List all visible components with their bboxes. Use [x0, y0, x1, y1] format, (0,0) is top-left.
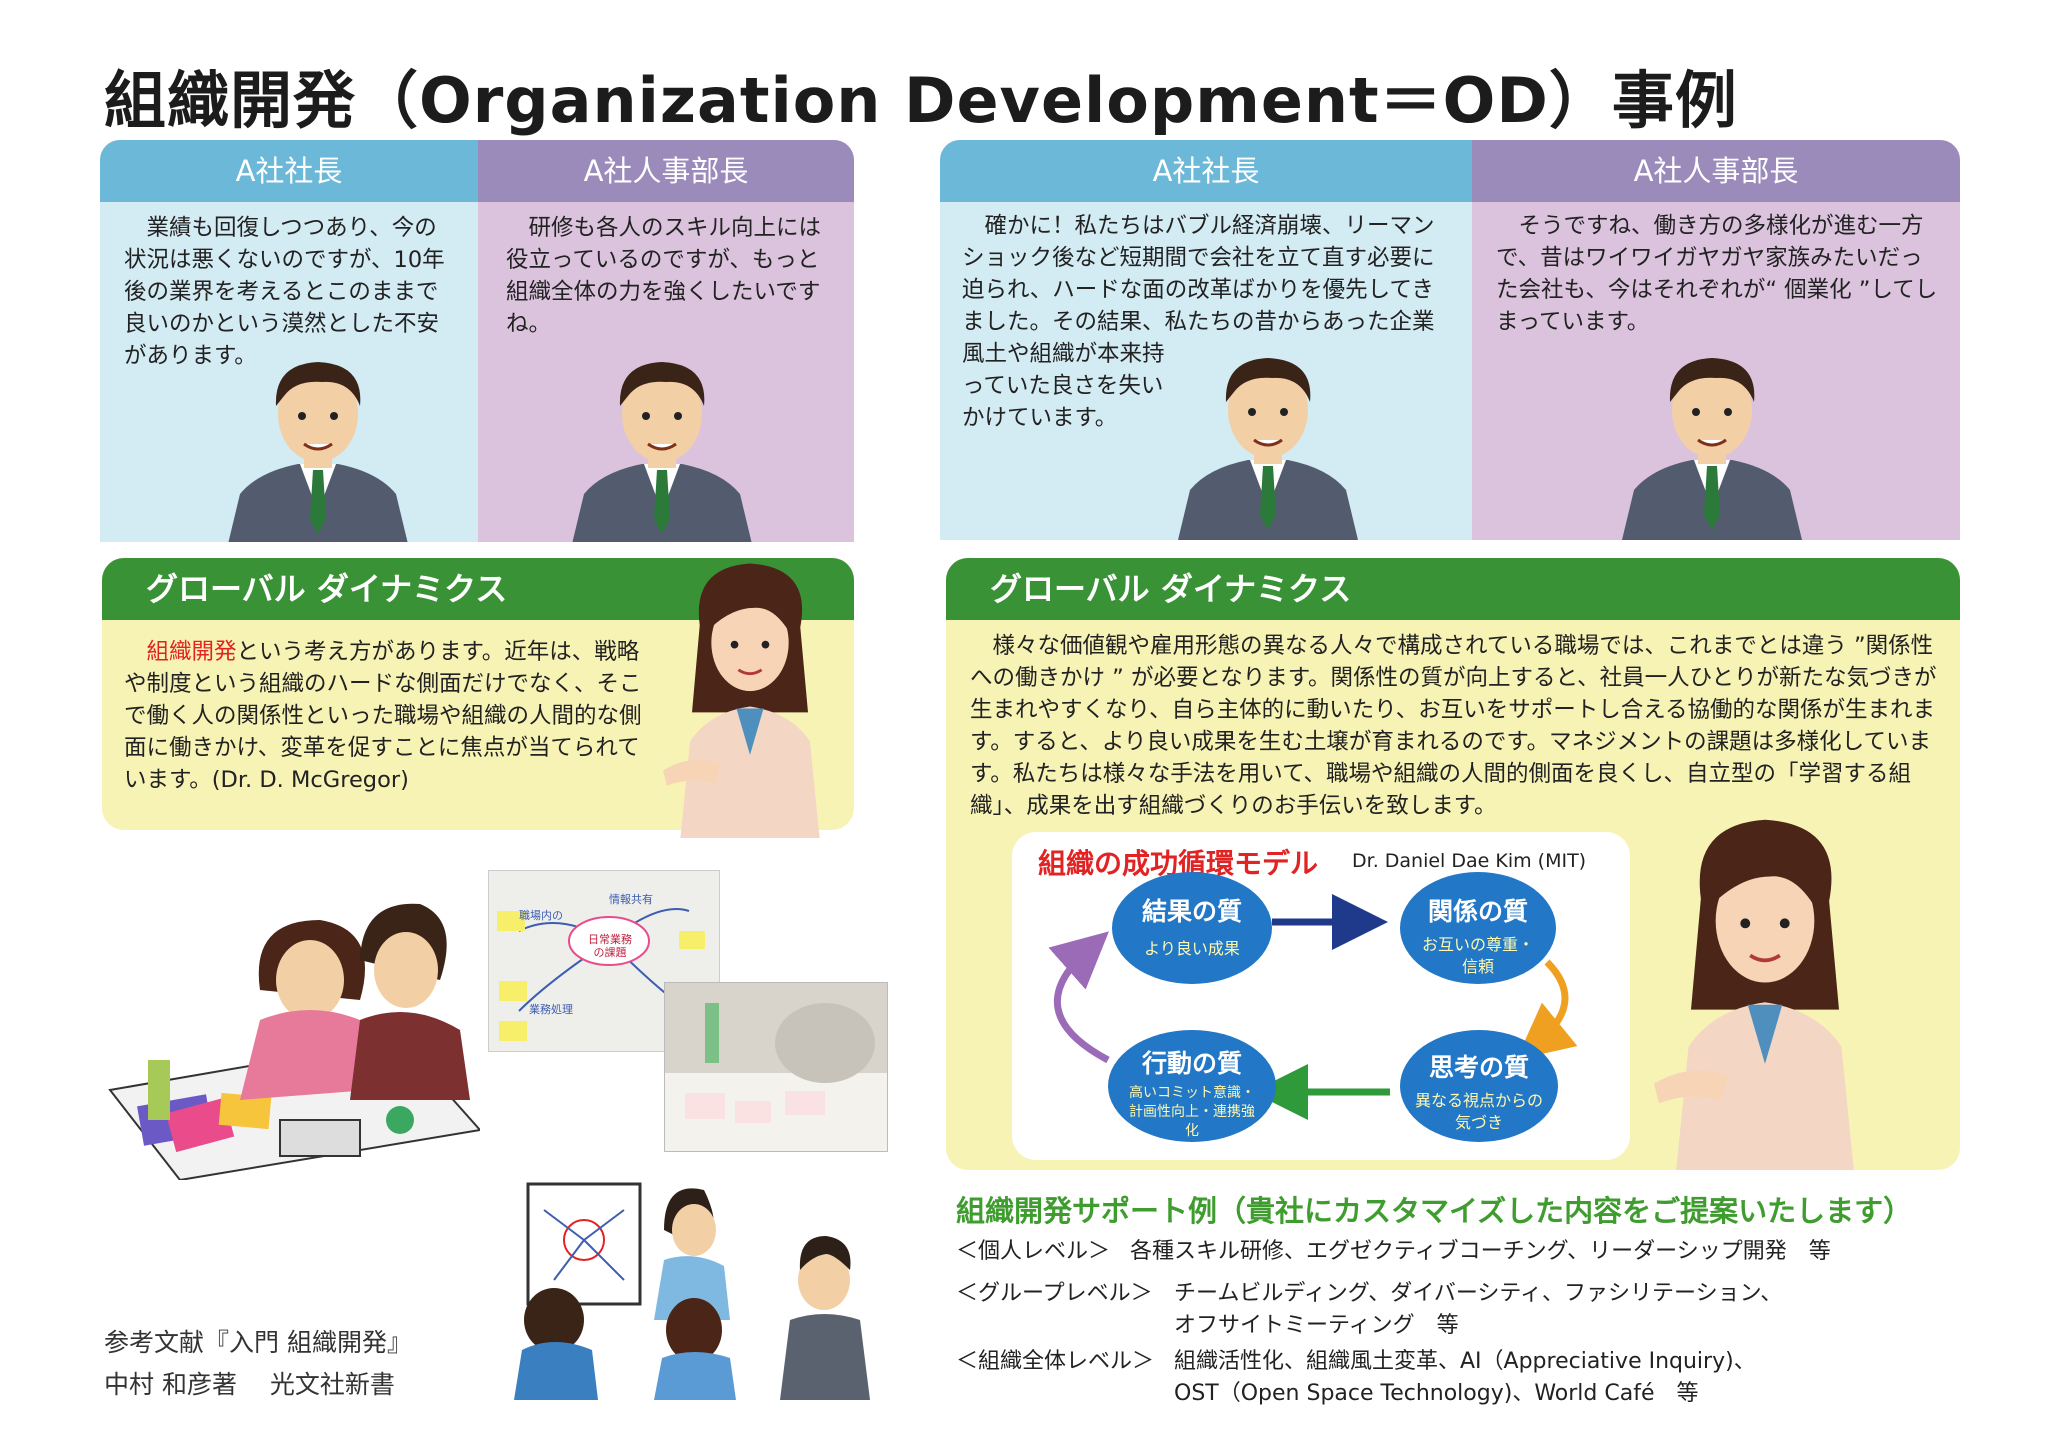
left-hr-label: A社人事部長 — [478, 140, 854, 202]
level-organization-label: ＜組織全体レベル＞ — [956, 1349, 1155, 1374]
right-ceo-text-1: 確かに！私たちはバブル経済崩壊、リーマンショック後など短期間で会社を立て直す必要… — [962, 213, 1435, 335]
result-quality-node: 結果の質 より良い成果 — [1112, 872, 1272, 984]
arrow-action-to-result — [1048, 931, 1110, 1064]
thinking-quality-node: 思考の質 異なる視点からの気づき — [1400, 1030, 1558, 1142]
relation-quality-node: 関係の質 お互いの尊重・信頼 — [1400, 872, 1556, 984]
level-group-text-1: チームビルディング、ダイバーシティ、ファシリテーション、 — [1174, 1281, 1783, 1306]
level-individual-text: 各種スキル研修、エグゼクティブコーチング、リーダーシップ開発 等 — [1130, 1239, 1831, 1264]
table-photo — [664, 982, 888, 1152]
note-1: 職場内の — [519, 909, 563, 922]
result-sub: より良い成果 — [1144, 939, 1240, 958]
hr-manager-illustration — [562, 344, 762, 542]
result-title: 結果の質 — [1141, 897, 1242, 926]
ceo-illustration — [1168, 340, 1368, 540]
left-hr-panel: A社人事部長 研修も各人のスキル向上には役立っているのですが、もっと組織全体の力… — [478, 140, 854, 542]
note-2: 情報共有 — [609, 893, 653, 906]
thinking-sub: 異なる視点からの気づき — [1414, 1091, 1543, 1132]
left-ceo-panel: A社社長 業績も回復しつつあり、今の状況は悪くないのですが、10年後の業界を考え… — [100, 140, 478, 542]
thinking-title: 思考の質 — [1428, 1053, 1529, 1082]
cycle-arrows — [1048, 894, 1578, 1120]
hr-manager-illustration — [1612, 340, 1812, 540]
left-hr-text: 研修も各人のスキル向上には役立っているのですが、もっと組織全体の力を強くしたいで… — [506, 215, 822, 337]
table-photo-contents — [665, 1003, 887, 1151]
reference-line-2: 中村 和彦著 光文社新書 — [104, 1370, 395, 1399]
right-hr-panel: A社人事部長 そうですね、働き方の多様化が進む一方で、昔はワイワイガヤガヤ家族み… — [1472, 140, 1960, 540]
mindmap-lines — [497, 908, 705, 1041]
ceo-illustration — [218, 344, 418, 542]
action-title: 行動の質 — [1141, 1049, 1242, 1078]
right-hr-label: A社人事部長 — [1472, 140, 1960, 202]
consultant-illustration — [1620, 800, 1910, 1170]
action-quality-node: 行動の質 高いコミット意識・計画性向上・連携強化 — [1108, 1030, 1276, 1142]
page-title: 組織開発（Organization Development＝OD）事例 — [104, 64, 1738, 137]
meeting-illustration — [514, 1182, 870, 1400]
note-3: 日常業務の課題 — [588, 933, 632, 959]
mindmap-photo: 職場内の 情報共有 日常業務の課題 業務処理 — [488, 870, 720, 1052]
consultant-illustration — [650, 548, 850, 838]
left-gd-text-block: 組織開発という考え方があります。近年は、戦略や制度という組織のハードな側面だけで… — [124, 636, 658, 796]
level-organization-text-1: 組織活性化、組織風土変革、AI（Appreciative Inquiry)、 — [1174, 1349, 1756, 1374]
gd-highlight: 組織開発 — [146, 639, 237, 665]
right-ceo-panel: A社社長 確かに！私たちはバブル経済崩壊、リーマンショック後など短期間で会社を立… — [940, 140, 1472, 540]
right-gd-text: 様々な価値観や雇用形態の異なる人々で構成されている職場では、これまでとは違う ”… — [970, 633, 1937, 819]
arrow-relation-to-thinking — [1516, 959, 1578, 1060]
support-title: 組織開発サポート例（貴社にカスタマイズした内容をご提案いたします） — [956, 1194, 1913, 1228]
relation-title: 関係の質 — [1427, 897, 1528, 926]
right-hr-text: そうですね、働き方の多様化が進む一方で、昔はワイワイガヤガヤ家族みたいだった会社… — [1496, 213, 1938, 335]
right-ceo-text-2: 風土や組織が本来持っていた良さを失いかけています。 — [962, 341, 1165, 431]
note-4: 業務処理 — [529, 1003, 573, 1016]
left-ceo-text: 業績も回復しつつあり、今の状況は悪くないのですが、10年後の業界を考えるとこのま… — [124, 215, 445, 369]
level-organization-text-2: OST（Open Space Technology)、World Café 等 — [1174, 1381, 1699, 1406]
right-ceo-label: A社社長 — [940, 140, 1472, 202]
left-ceo-label: A社社長 — [100, 140, 478, 202]
left-gd-text: という考え方があります。近年は、戦略や制度という組織のハードな側面だけでなく、そ… — [124, 639, 642, 793]
level-individual-label: ＜個人レベル＞ — [956, 1239, 1111, 1264]
relation-sub: お互いの尊重・信頼 — [1422, 935, 1535, 976]
reference-line-1: 参考文献『入門 組織開発』 — [104, 1328, 412, 1357]
success-cycle-model: 組織の成功循環モデル Dr. Daniel Dae Kim (MIT) 結果の質… — [1012, 832, 1630, 1160]
level-group-label: ＜グループレベル＞ — [956, 1281, 1153, 1306]
level-group-text-2: オフサイトミーティング 等 — [1174, 1313, 1459, 1338]
workshop-illustration — [108, 903, 480, 1180]
right-gd-title: グローバル ダイナミクス — [946, 558, 1960, 620]
model-author: Dr. Daniel Dae Kim (MIT) — [1352, 850, 1587, 872]
action-sub: 高いコミット意識・計画性向上・連携強化 — [1129, 1085, 1255, 1139]
